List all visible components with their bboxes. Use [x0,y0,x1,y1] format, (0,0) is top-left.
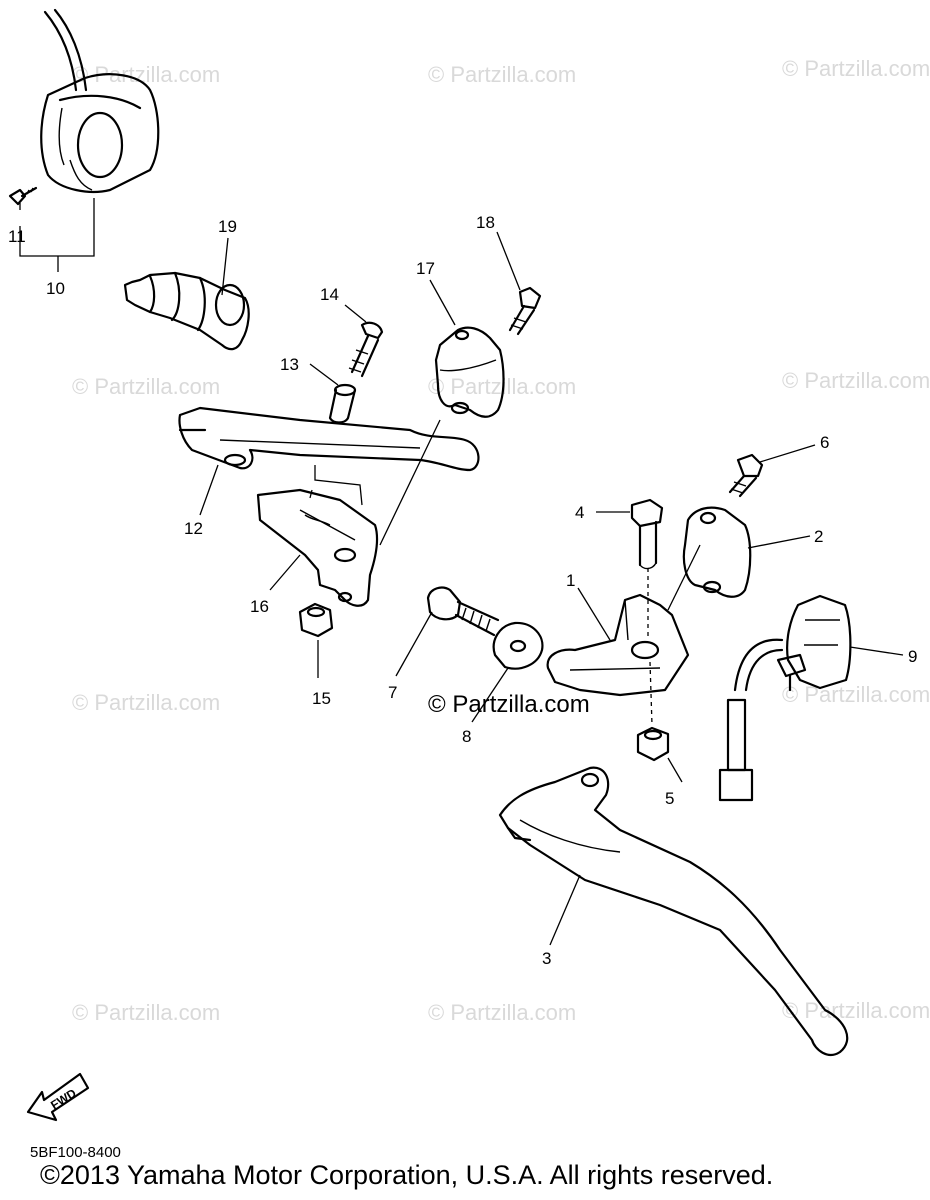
part-17-holder [434,326,505,418]
part-6-bolt [728,453,764,498]
callout-14: 14 [320,285,339,304]
watermark: © Partzilla.com [428,62,576,87]
part-18-bolt [508,286,542,336]
part-8-locknut [492,621,544,670]
diagram-code: 5BF100-8400 [30,1144,121,1161]
part-5-nut [636,726,670,762]
part-2-holder [682,506,752,598]
part-15-nut [298,602,334,638]
copyright-text: ©2013 Yamaha Motor Corporation, U.S.A. A… [40,1160,774,1190]
part-1-bracket [546,593,690,697]
watermark: © Partzilla.com [72,690,220,715]
callout-4: 4 [575,503,584,522]
callout-11: 11 [8,227,26,246]
leader-lines [19,198,904,946]
watermarks: © Partzilla.com © Partzilla.com © Partzi… [72,56,930,1025]
callout-5: 5 [665,789,674,808]
fwd-arrow-icon: FWD [26,1072,90,1122]
part-11-screw [8,186,38,206]
callouts: 1 2 3 4 5 6 7 8 9 10 11 12 13 14 15 16 1… [8,213,917,968]
callout-17: 17 [416,259,435,278]
fwd-label: FWD [48,1086,79,1113]
callout-10: 10 [46,279,65,298]
part-4-bolt [630,498,664,570]
callout-9: 9 [908,647,917,666]
callout-7: 7 [388,683,397,702]
part-3-lever [498,766,849,1056]
part-7-adjuster [426,586,500,637]
callout-2: 2 [814,527,823,546]
part-13-collar [328,383,357,424]
watermark: © Partzilla.com [782,368,930,393]
callout-19: 19 [218,217,237,236]
part-16-lever-holder [256,488,379,607]
watermark: © Partzilla.com [72,1000,220,1025]
part-9-switch [718,594,852,802]
callout-8: 8 [462,727,471,746]
watermark: © Partzilla.com [72,374,220,399]
watermark: © Partzilla.com [782,56,930,81]
watermark: © Partzilla.com [428,1000,576,1025]
watermark: © Partzilla.com [428,691,590,718]
part-12-lever [178,406,480,472]
watermark: © Partzilla.com [782,682,930,707]
callout-13: 13 [280,355,299,374]
part-19-boot [123,271,250,351]
callout-16: 16 [250,597,269,616]
callout-15: 15 [312,689,331,708]
callout-1: 1 [566,571,575,590]
callout-3: 3 [542,949,551,968]
callout-12: 12 [184,519,203,538]
part-14-screw [348,321,384,378]
watermark: © Partzilla.com [782,998,930,1023]
callout-18: 18 [476,213,495,232]
part-10-switch-housing [40,8,160,193]
callout-6: 6 [820,433,829,452]
